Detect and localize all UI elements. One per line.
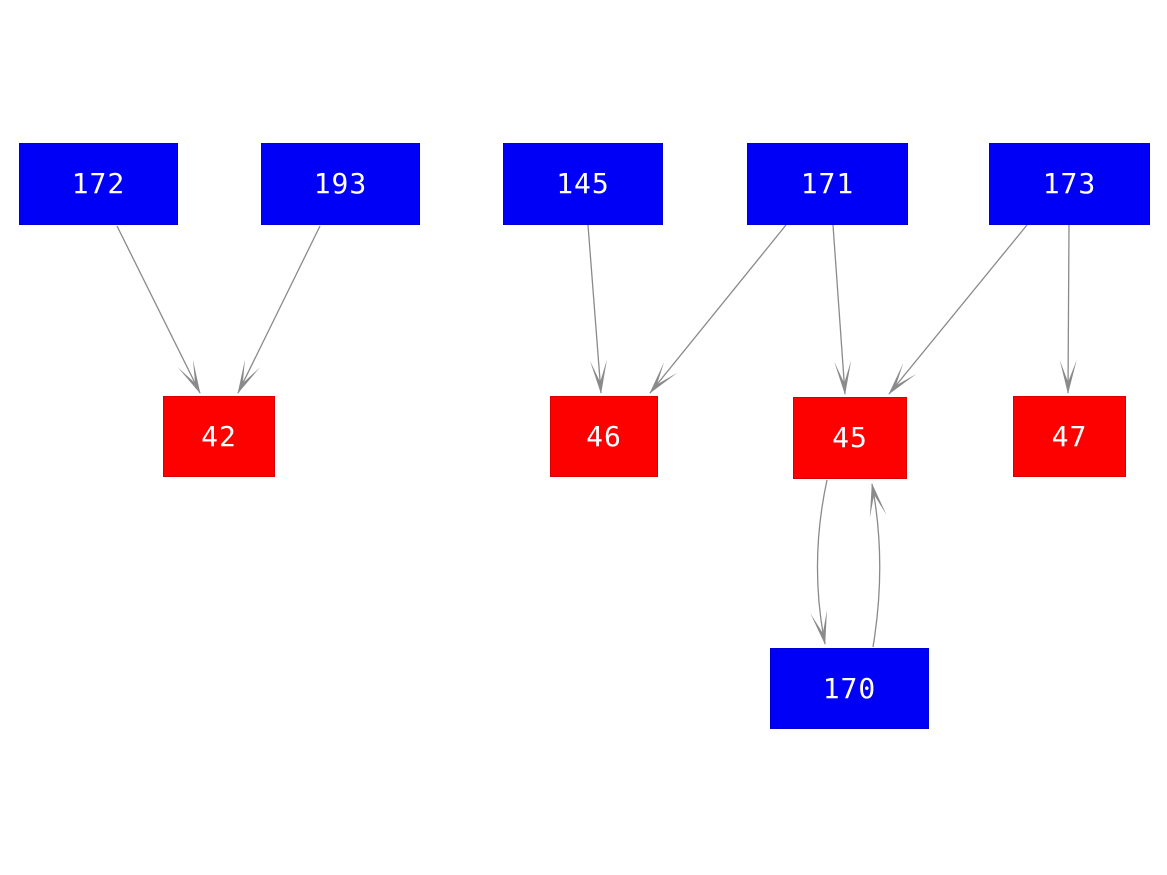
- graph-node-171: 171: [747, 143, 908, 225]
- graph-node-173: 173: [989, 143, 1150, 225]
- node-label: 46: [586, 419, 622, 453]
- graph-node-45: 45: [793, 397, 907, 479]
- edge-171-45: [832, 224, 852, 395]
- graph-node-172: 172: [19, 143, 178, 225]
- graph-node-47: 47: [1013, 396, 1126, 477]
- graph-node-193: 193: [261, 143, 420, 225]
- node-label: 42: [201, 419, 237, 453]
- node-label: 171: [800, 167, 855, 200]
- edge-171-46: [649, 224, 787, 394]
- edge-193-42: [237, 225, 321, 394]
- edge-45-170: [810, 479, 828, 645]
- node-label: 45: [832, 421, 868, 454]
- node-label: 173: [1042, 167, 1097, 200]
- node-label: 170: [822, 671, 877, 705]
- graph-node-42: 42: [163, 396, 275, 477]
- edge-170-45: [869, 483, 887, 648]
- edge-172-42: [116, 225, 201, 394]
- edge-145-46: [587, 224, 607, 394]
- node-label: 193: [313, 167, 368, 200]
- edge-173-45: [888, 224, 1028, 395]
- edge-173-47: [1059, 224, 1077, 394]
- node-label: 47: [1051, 419, 1088, 453]
- node-label: 145: [556, 167, 610, 200]
- node-label: 172: [71, 167, 126, 200]
- graph-node-145: 145: [503, 143, 663, 225]
- graph-node-46: 46: [550, 396, 658, 477]
- graph-node-170: 170: [770, 648, 929, 729]
